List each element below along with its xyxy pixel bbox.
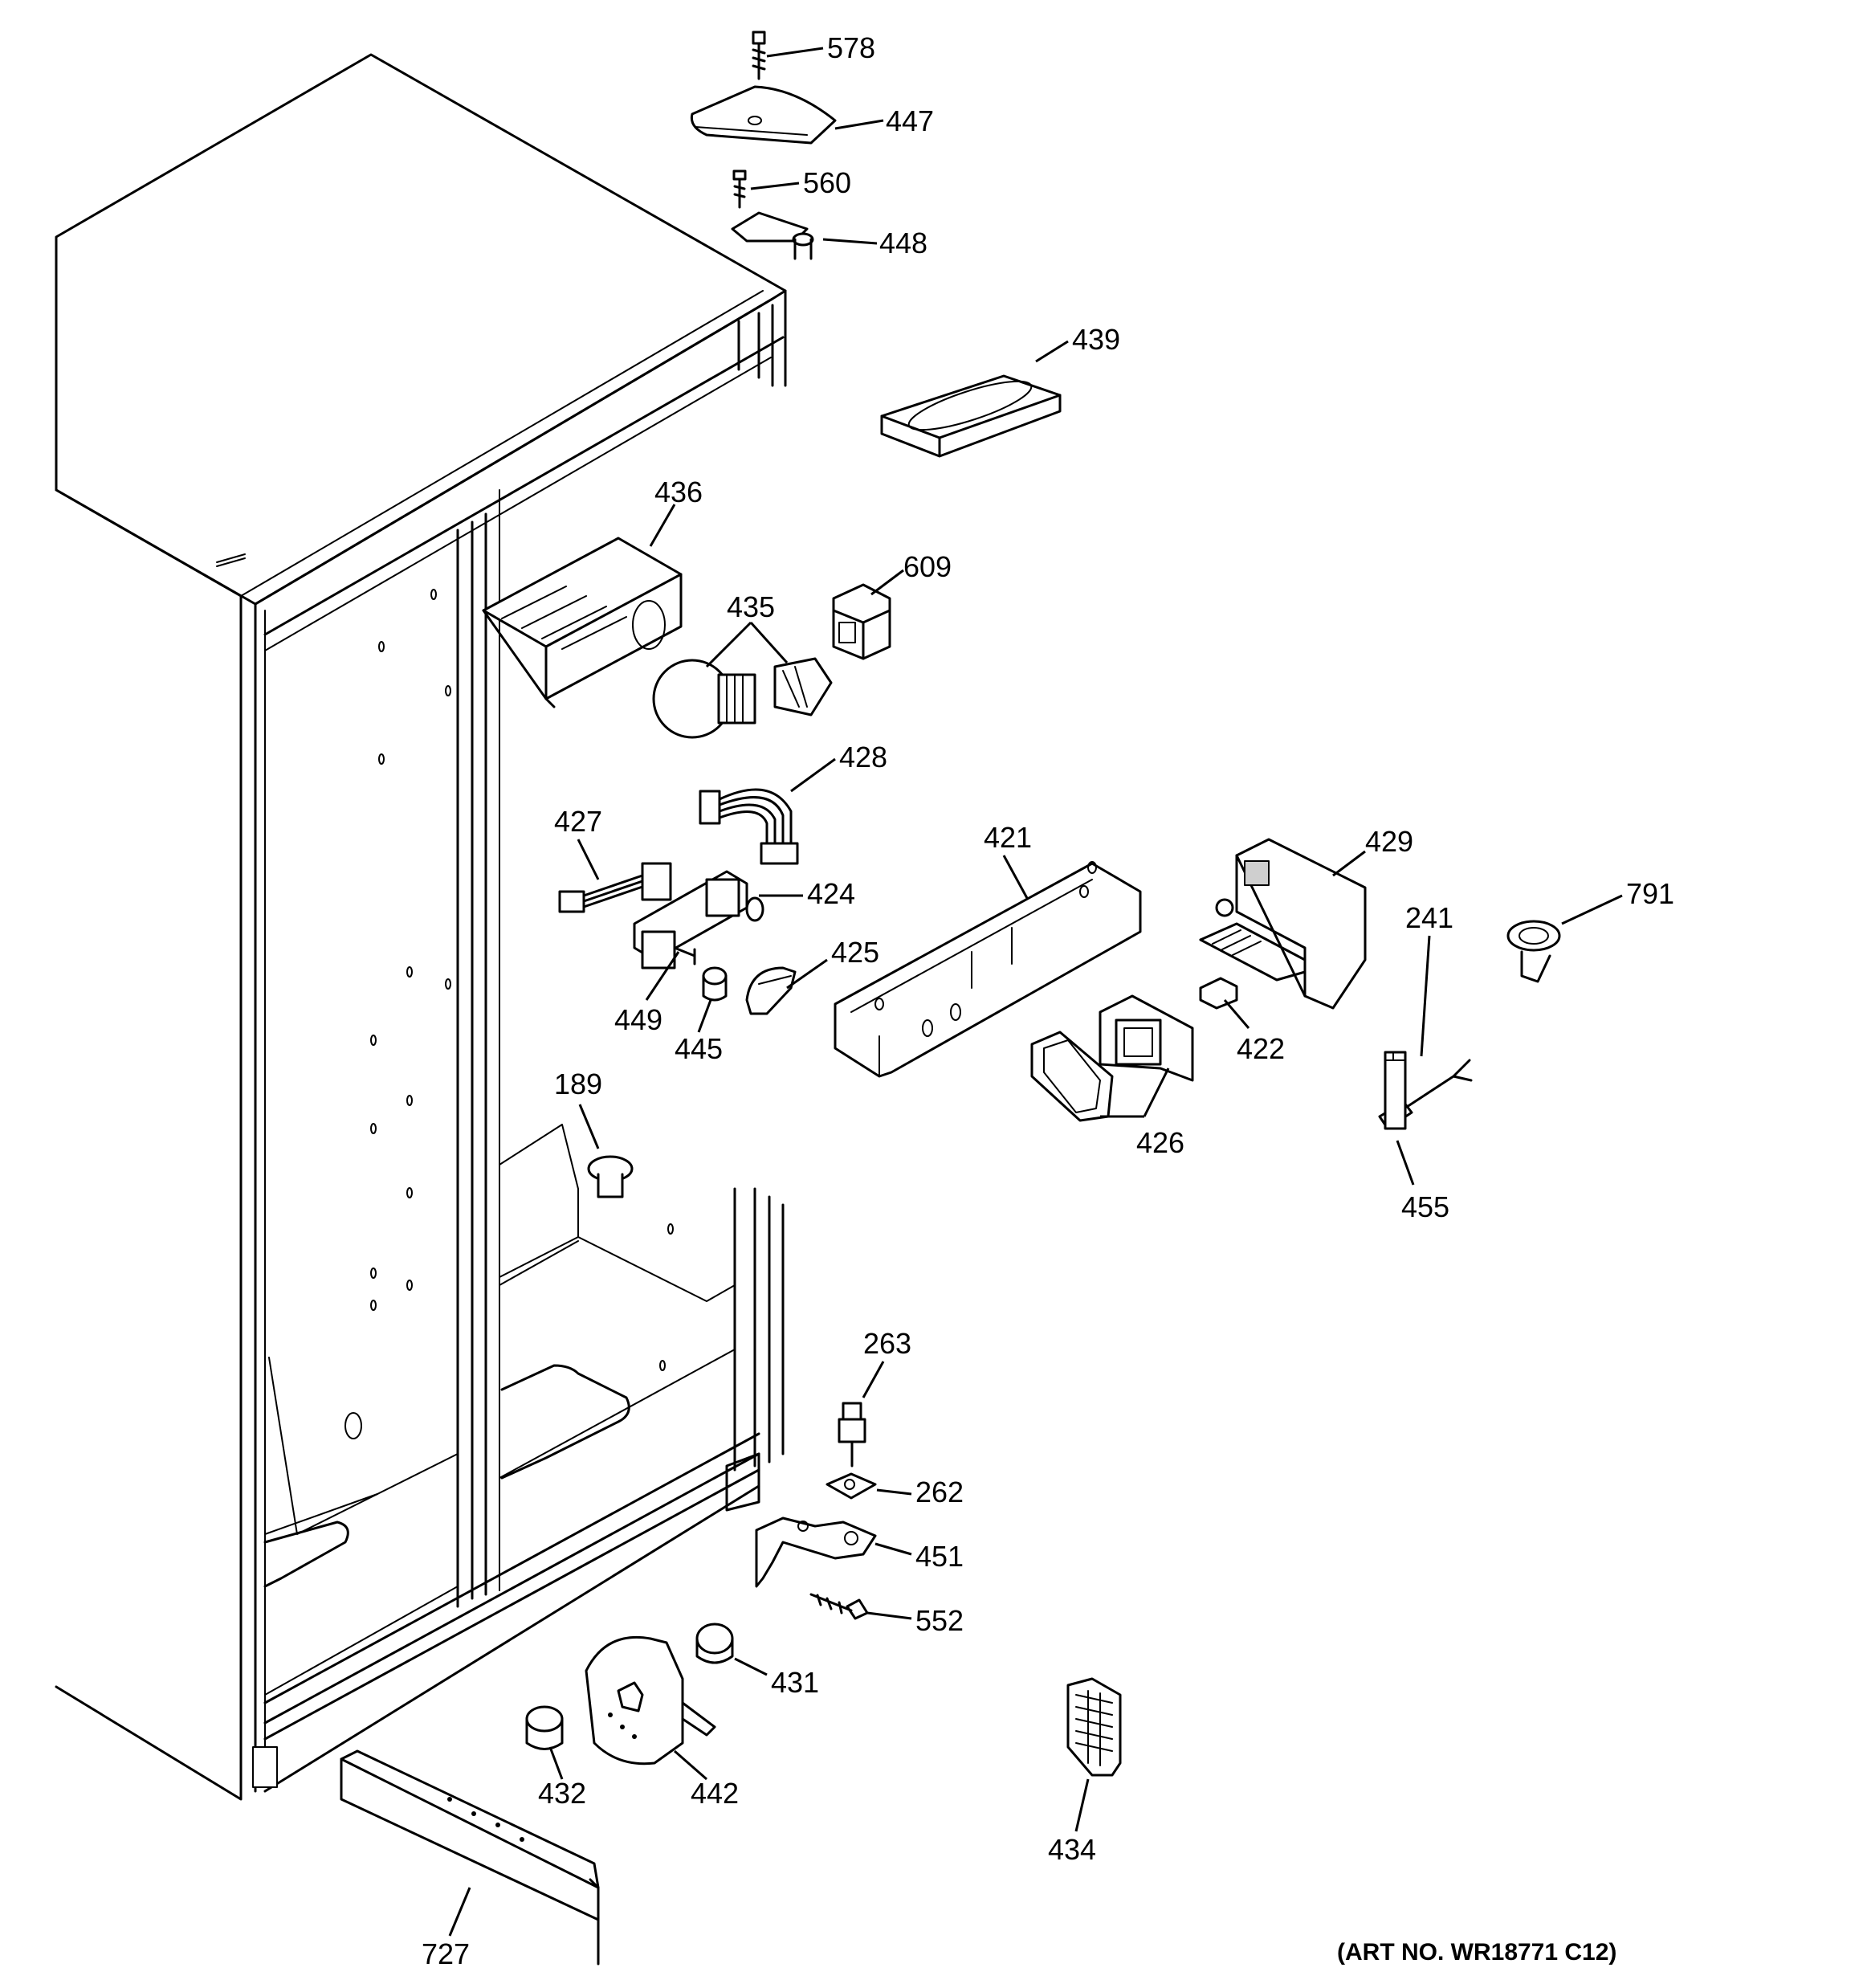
callout-791: 791	[1626, 877, 1674, 910]
callout-425: 425	[831, 936, 879, 969]
part-422-clip	[1199, 977, 1238, 1010]
callout-424: 424	[807, 877, 855, 910]
part-432-spacer	[525, 1705, 564, 1750]
callout-434: 434	[1048, 1833, 1096, 1866]
part-434-grille	[1066, 1677, 1122, 1777]
part-727-toe-plate	[340, 1749, 600, 1966]
callout-189: 189	[554, 1067, 602, 1100]
callout-609: 609	[903, 550, 952, 583]
callout-439: 439	[1072, 323, 1120, 356]
callout-263: 263	[863, 1327, 911, 1360]
callout-241: 241	[1405, 901, 1453, 934]
part-262-washer	[826, 1472, 877, 1500]
callout-442: 442	[691, 1777, 739, 1810]
part-455-probe	[1384, 1051, 1407, 1130]
part-429-damper-housing	[1199, 838, 1367, 1010]
part-791-diffuser	[1506, 920, 1561, 983]
part-428-wire-harness	[699, 788, 799, 865]
callout-448: 448	[879, 227, 927, 259]
callout-449: 449	[614, 1003, 662, 1036]
part-425-knob	[745, 966, 797, 1015]
part-189-stop	[587, 1155, 634, 1198]
callout-447: 447	[886, 104, 934, 137]
refrigerator-cabinet	[55, 53, 787, 1801]
part-421-control-housing	[834, 861, 1142, 1078]
part-451-bottom-hinge	[755, 1517, 877, 1588]
part-447-hinge-cover	[690, 85, 837, 145]
part-442-closer-cam	[585, 1635, 716, 1766]
callout-428: 428	[839, 741, 887, 774]
callout-552: 552	[915, 1604, 964, 1637]
leader-lines	[448, 47, 1623, 1937]
part-436-light-housing	[482, 537, 683, 708]
part-552-screw	[809, 1593, 869, 1620]
part-263-pin	[838, 1402, 866, 1468]
callout-727: 727	[422, 1937, 470, 1970]
callout-578: 578	[827, 31, 875, 64]
art-number: (ART NO. WR18771 C12)	[1337, 1939, 1616, 1966]
part-439-light-shield	[880, 374, 1062, 458]
callout-431: 431	[771, 1666, 819, 1699]
part-431-bushing	[695, 1623, 734, 1664]
part-448-hinge	[731, 211, 814, 260]
callout-421: 421	[984, 821, 1032, 854]
callout-262: 262	[915, 1476, 964, 1508]
part-609-light-switch	[832, 583, 891, 660]
part-435-bulb-and-socket	[652, 657, 833, 739]
callout-435: 435	[727, 590, 775, 623]
part-427-wire-harness	[558, 862, 672, 913]
callout-455: 455	[1401, 1190, 1449, 1223]
part-445-cap	[702, 966, 728, 1002]
callout-422: 422	[1237, 1032, 1285, 1065]
part-426-light-assembly	[1030, 994, 1194, 1122]
callout-445: 445	[675, 1032, 723, 1065]
callout-560: 560	[803, 166, 851, 199]
part-578-screw	[752, 31, 766, 80]
callout-427: 427	[554, 805, 602, 838]
part-424-temperature-control	[633, 870, 764, 970]
callout-429: 429	[1365, 825, 1413, 858]
callout-426: 426	[1136, 1126, 1184, 1159]
callout-labels: 578 447 560 448 439 436 609 435 428 427 …	[422, 31, 1674, 1970]
callout-436: 436	[654, 476, 703, 508]
part-560-screw	[732, 169, 747, 209]
callout-451: 451	[915, 1540, 964, 1573]
callout-432: 432	[538, 1777, 586, 1810]
